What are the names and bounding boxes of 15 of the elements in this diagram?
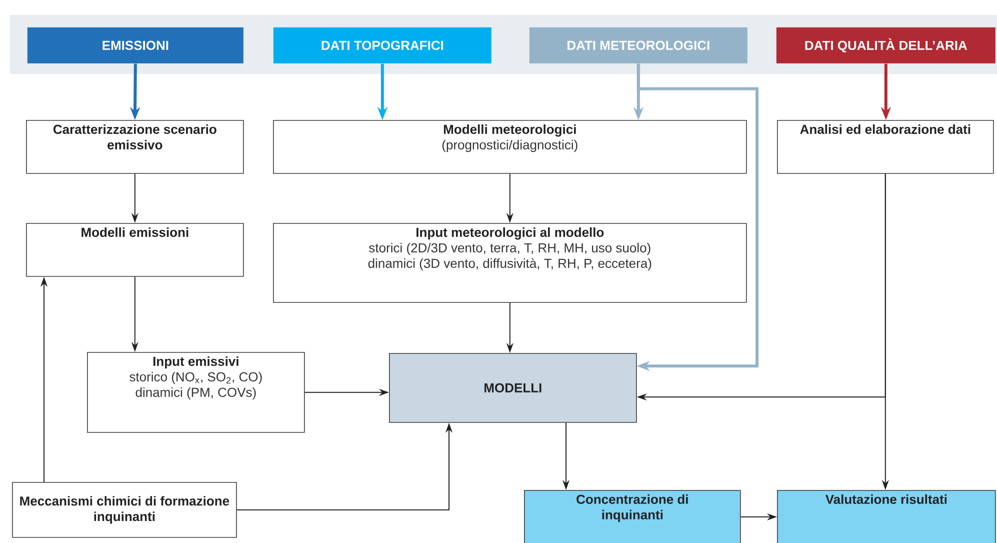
process-box: Modelli emissioni <box>26 223 244 277</box>
process-box: Meccanismi chimici di formazione inquinanti <box>12 482 237 538</box>
process-box: MODELLI <box>389 353 637 423</box>
process-box: Caratterizzazione scenario emissivo <box>26 120 244 174</box>
process-box: Input meteorologici al modello storici (2D/3D vento, terra, T, RH, MH, uso suolo) dinamici (3D vento, diffusività, T, RH, P, eccetera) <box>273 223 747 303</box>
process-box: Valutazione risultati <box>777 490 996 543</box>
header-box: DATI TOPOGRAFICI <box>273 27 492 64</box>
arrow <box>636 64 758 372</box>
process-box: Analisi ed elaborazione dati <box>777 120 994 174</box>
header-box: EMISSIONI <box>27 27 244 64</box>
header-box: DATI METEOROLOGICI <box>529 27 748 64</box>
process-box: Input emissivi storico (NO$_{x}$, SO$_{2}$, CO) dinamici (PM, COVs) <box>87 352 305 433</box>
process-box: Modelli meteorologici (prognostici/diagnostici) <box>273 120 747 174</box>
header-box: DATI QUALITÀ DELL’ARIA <box>776 27 996 64</box>
process-box: Concentrazione di inquinanti <box>524 490 741 543</box>
